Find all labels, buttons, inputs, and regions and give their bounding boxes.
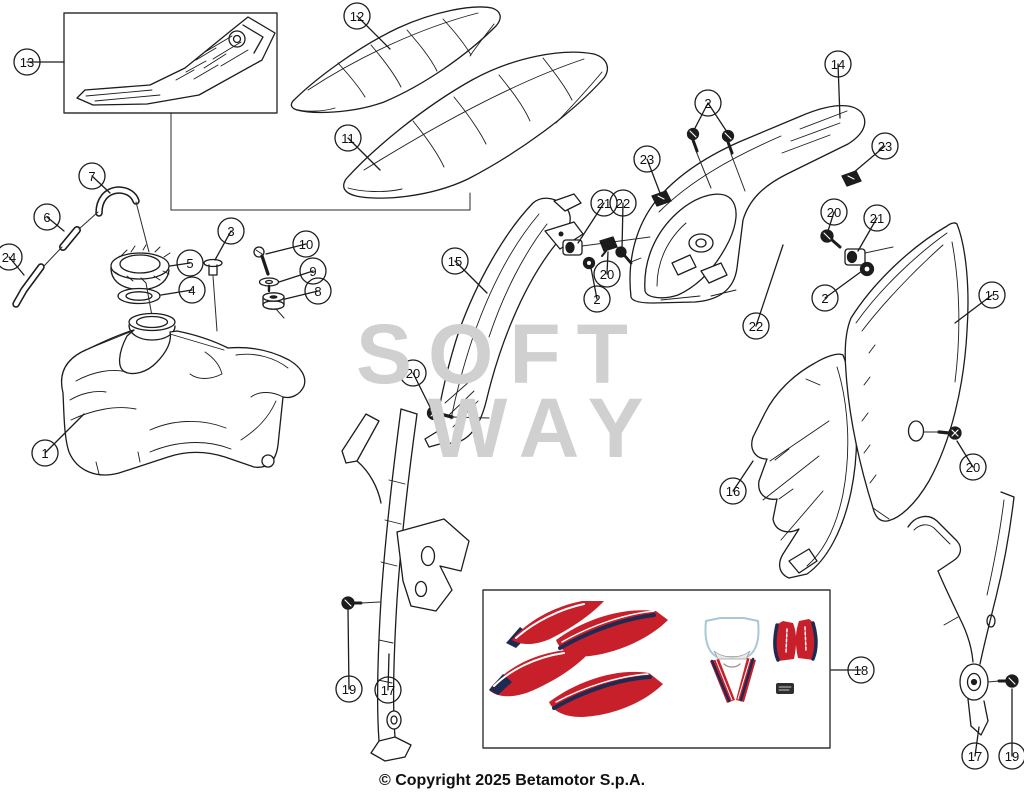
callout-19[interactable]: 19	[335, 609, 363, 703]
svg-text:4: 4	[188, 283, 195, 298]
callout-15[interactable]: 15	[441, 247, 488, 294]
callout-6[interactable]: 6	[33, 203, 65, 232]
callout-20[interactable]: 20	[956, 440, 987, 481]
right-brace-drawing	[907, 491, 1015, 736]
fuel-tank-drawing	[61, 312, 306, 476]
callout-13[interactable]: 13	[13, 48, 65, 76]
callout-21[interactable]: 21	[577, 189, 618, 244]
svg-text:19: 19	[342, 682, 356, 697]
shroud-screw-20	[426, 405, 490, 421]
callout-24[interactable]: 24	[0, 243, 25, 276]
callout-15[interactable]: 15	[954, 281, 1006, 324]
svg-text:14: 14	[831, 57, 845, 72]
svg-text:24: 24	[2, 250, 16, 265]
svg-text:11: 11	[341, 131, 355, 146]
svg-text:2: 2	[593, 292, 600, 307]
svg-text:20: 20	[406, 366, 420, 381]
svg-text:2: 2	[821, 291, 828, 306]
svg-text:3: 3	[227, 224, 234, 239]
callout-11[interactable]: 11	[334, 124, 381, 171]
left-brace-screw-19	[341, 596, 381, 610]
svg-text:12: 12	[350, 9, 364, 24]
callout-20[interactable]: 20	[399, 359, 432, 410]
callout-3[interactable]: 3	[214, 217, 245, 261]
vent-hose-parts	[12, 186, 150, 308]
callout-2[interactable]: 2	[693, 89, 728, 133]
callout-14[interactable]: 14	[824, 50, 852, 119]
svg-text:15: 15	[985, 288, 999, 303]
right-panel-drawing	[844, 222, 969, 522]
right-brace-screw-19	[997, 674, 1019, 688]
left-brace-drawing	[341, 408, 470, 762]
copyright-notice: © Copyright 2025 Betamotor S.p.A.	[378, 772, 646, 789]
svg-text:9: 9	[309, 264, 316, 279]
callout-5[interactable]: 5	[169, 249, 204, 277]
fender-clips-23	[651, 170, 862, 207]
svg-text:18: 18	[854, 663, 868, 678]
right-fastener-cluster	[820, 229, 894, 277]
callout-7[interactable]: 7	[78, 162, 111, 194]
left-fastener-cluster	[562, 236, 651, 270]
callout-10[interactable]: 10	[265, 230, 320, 258]
callout-2[interactable]: 2	[811, 270, 863, 312]
svg-text:17: 17	[381, 683, 395, 698]
seat-drawing-lower	[343, 51, 608, 199]
callout-1[interactable]: 1	[31, 413, 85, 467]
svg-text:15: 15	[448, 254, 462, 269]
left-shroud-drawing	[424, 193, 584, 448]
tank-mount-hardware	[253, 246, 285, 319]
svg-text:5: 5	[186, 256, 193, 271]
svg-text:23: 23	[640, 152, 654, 167]
svg-text:21: 21	[597, 196, 611, 211]
callout-9[interactable]: 9	[278, 257, 327, 285]
svg-text:21: 21	[870, 211, 884, 226]
svg-text:20: 20	[966, 460, 980, 475]
callout-20[interactable]: 20	[593, 251, 621, 288]
svg-text:19: 19	[1005, 749, 1019, 764]
callout-23[interactable]: 23	[852, 132, 899, 174]
svg-text:10: 10	[299, 237, 313, 252]
vent-valve	[203, 258, 223, 332]
callout-8[interactable]: 8	[284, 277, 332, 305]
left-panel-drawing	[751, 353, 858, 579]
callout-16[interactable]: 16	[719, 460, 754, 505]
svg-text:13: 13	[20, 55, 34, 70]
box-to-seat-connector	[170, 112, 471, 211]
svg-text:7: 7	[88, 169, 95, 184]
watermark-text-line1: SOFT	[356, 307, 644, 401]
svg-text:1: 1	[41, 446, 48, 461]
decal-kit-box	[482, 589, 831, 749]
callout-18[interactable]: 18	[830, 656, 875, 684]
right-panel-screw-20	[923, 426, 962, 440]
callout-23[interactable]: 23	[633, 145, 661, 194]
callout-12[interactable]: 12	[343, 2, 391, 50]
svg-text:22: 22	[749, 319, 763, 334]
svg-text:2: 2	[704, 96, 711, 111]
svg-text:6: 6	[43, 210, 50, 225]
svg-text:16: 16	[726, 484, 740, 499]
svg-text:20: 20	[827, 205, 841, 220]
callout-21[interactable]: 21	[857, 204, 891, 252]
watermark-text-line2: WAY	[428, 381, 660, 475]
callout-19[interactable]: 19	[998, 688, 1024, 770]
svg-text:22: 22	[616, 196, 630, 211]
seat-drawing-upper	[290, 6, 501, 114]
callout-22[interactable]: 22	[742, 244, 784, 340]
svg-text:17: 17	[968, 749, 982, 764]
svg-text:8: 8	[314, 284, 321, 299]
callout-17[interactable]: 17	[961, 726, 989, 770]
callout-4[interactable]: 4	[160, 276, 206, 304]
callout-22[interactable]: 22	[609, 189, 637, 250]
callout-17[interactable]: 17	[374, 653, 402, 704]
fuel-cap-and-gasket	[110, 244, 171, 317]
callout-2[interactable]: 2	[583, 267, 611, 313]
svg-text:20: 20	[600, 267, 614, 282]
svg-text:23: 23	[878, 139, 892, 154]
underseat-plate-box	[63, 12, 278, 114]
fender-screws-2	[686, 127, 735, 155]
callout-20[interactable]: 20	[820, 198, 848, 232]
